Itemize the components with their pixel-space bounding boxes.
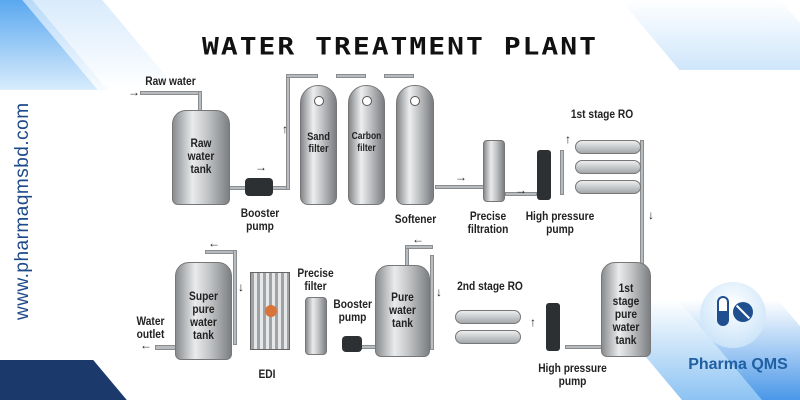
- pipe: [384, 74, 414, 78]
- pipe: [640, 140, 644, 265]
- pipe: [505, 192, 537, 196]
- precise-filtration-label: Precise filtration: [467, 209, 509, 236]
- flow-arrow-icon: ↑: [282, 122, 288, 136]
- pipe: [155, 345, 177, 350]
- carbon-filter-label: Carbon filter: [351, 130, 382, 154]
- tablet-icon: [733, 302, 753, 322]
- brand-logo: [700, 282, 766, 348]
- pipe: [565, 345, 605, 349]
- ro-membrane: [575, 180, 641, 194]
- edi-unit: [250, 272, 290, 350]
- flow-arrow-icon: →: [128, 85, 140, 99]
- flow-arrow-icon: →: [515, 183, 527, 197]
- pipe: [405, 245, 433, 249]
- pipe: [430, 255, 434, 350]
- softener: [396, 85, 434, 205]
- flow-arrow-icon: →: [455, 170, 467, 184]
- capsule-icon: [717, 296, 729, 326]
- ro-membrane: [575, 160, 641, 174]
- decor-stripe: [0, 360, 127, 400]
- raw-water-label: Raw water: [145, 74, 196, 88]
- pipe: [205, 250, 235, 254]
- pure-water-tank-label: Pure water tank: [389, 290, 416, 331]
- pipe: [233, 250, 237, 345]
- high-pressure-pump-2-label: High pressure pump: [538, 361, 607, 388]
- high-pressure-pump-label: High pressure pump: [525, 209, 595, 236]
- second-stage-ro-label: 2nd stage RO: [457, 279, 523, 293]
- precise-filter-label: Precise filter: [297, 266, 334, 293]
- pipe: [140, 91, 202, 95]
- raw-water-tank-label: Raw water tank: [187, 136, 215, 177]
- precise-filtration-unit: [483, 140, 505, 202]
- carbon-filter: Carbon filter: [348, 85, 385, 205]
- ro-membrane: [575, 140, 641, 154]
- raw-water-tank: Raw water tank: [172, 110, 230, 205]
- ro-membrane: [455, 310, 521, 324]
- super-pure-tank-label: Super pure water tank: [189, 288, 218, 342]
- booster-pump: [245, 178, 273, 196]
- first-stage-tank-label: 1st stage pure water tank: [612, 280, 640, 347]
- pipe: [435, 185, 485, 189]
- pure-water-tank: Pure water tank: [375, 265, 430, 357]
- page-title: WATER TREATMENT PLANT: [201, 32, 598, 61]
- super-pure-water-tank: Super pure water tank: [175, 262, 232, 360]
- flow-arrow-icon: ↓: [648, 208, 654, 222]
- high-pressure-pump: [537, 150, 551, 200]
- flow-arrow-icon: ↑: [565, 132, 571, 146]
- booster-pump-2: [342, 336, 362, 352]
- precise-filter: [305, 297, 327, 355]
- ro-membrane: [455, 330, 521, 344]
- brand-name: Pharma QMS: [688, 356, 788, 373]
- first-stage-ro-label: 1st stage RO: [570, 107, 634, 121]
- flow-arrow-icon: ←: [412, 232, 424, 246]
- watermark-url: www.pharmaqmsbd.com: [12, 102, 33, 320]
- water-outlet-label: Water outlet: [136, 314, 165, 341]
- booster-pump-2-label: Booster pump: [333, 297, 372, 324]
- flow-arrow-icon: ↓: [436, 285, 442, 299]
- pipe: [560, 150, 564, 195]
- softener-label: Softener: [394, 212, 437, 226]
- pipe: [336, 74, 366, 78]
- edi-label: EDI: [258, 367, 276, 381]
- sand-filter-label: Sand filter: [307, 130, 330, 155]
- flow-arrow-icon: ↓: [238, 280, 244, 294]
- flow-arrow-icon: ↑: [530, 315, 536, 329]
- flow-arrow-icon: ←: [208, 236, 220, 250]
- booster-pump-label: Booster pump: [240, 206, 280, 233]
- first-stage-pure-water-tank: 1st stage pure water tank: [601, 262, 651, 357]
- sand-filter: Sand filter: [300, 85, 337, 205]
- pipe: [286, 74, 318, 78]
- flow-arrow-icon: ←: [140, 338, 152, 352]
- flow-arrow-icon: →: [255, 160, 267, 174]
- high-pressure-pump-2: [546, 303, 560, 351]
